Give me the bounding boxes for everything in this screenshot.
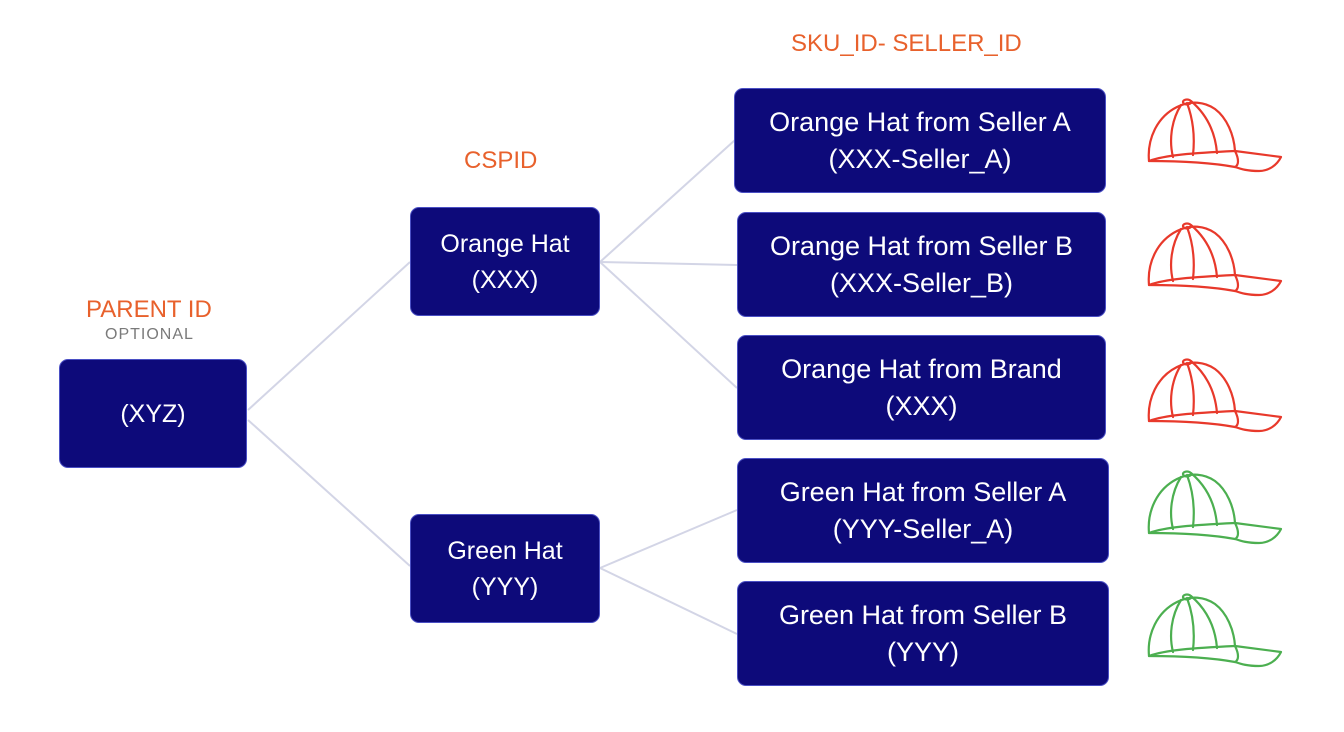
cap-icon [1147,222,1283,297]
cspid-node-id: (XXX) [471,265,539,294]
sku-node-1: Orange Hat from Seller A (XXX-Seller_A) [734,88,1106,193]
connector-green-sku4 [599,509,738,569]
sku-node-2: Orange Hat from Seller B (XXX-Seller_B) [737,212,1106,317]
parent-node: (XYZ) [59,359,247,468]
cspid-node-green: Green Hat (YYY) [410,514,600,623]
cspid-heading: CSPID [464,147,538,174]
cspid-node-name: Green Hat [447,536,563,565]
sku-node-4: Green Hat from Seller A (YYY-Seller_A) [737,458,1109,563]
connector-parent-green [247,419,411,567]
sku-node-id: (YYY) [886,636,959,667]
sku-node-name: Green Hat from Seller A [779,476,1067,507]
cap-icon [1147,98,1283,173]
parent-id-optional-note: OPTIONAL [105,326,194,343]
sku-node-5: Green Hat from Seller B (YYY) [737,581,1109,686]
sku-node-id: (YYY-Seller_A) [832,513,1014,544]
sku-heading: SKU_ID- SELLER_ID [791,30,1022,57]
sku-node-id: (XXX) [885,390,958,421]
sku-node-3: Orange Hat from Brand (XXX) [737,335,1106,440]
cspid-node-name: Orange Hat [440,229,570,258]
parent-node-label: (XYZ) [120,399,186,428]
connector-orange-sku2 [599,261,738,266]
sku-node-name: Green Hat from Seller B [778,599,1068,630]
connector-green-sku5 [599,567,738,635]
cap-icon [1147,358,1283,433]
parent-id-heading: PARENT ID [86,296,212,323]
cspid-node-orange: Orange Hat (XXX) [410,207,600,316]
sku-node-id: (XXX-Seller_B) [829,267,1014,298]
cspid-node-id: (YYY) [471,572,539,601]
connector-orange-sku3 [599,261,738,389]
sku-node-id: (XXX-Seller_A) [828,143,1012,174]
sku-node-name: Orange Hat from Brand [781,353,1062,384]
sku-node-name: Orange Hat from Seller A [769,106,1071,137]
connector-orange-sku1 [599,139,736,263]
cap-icon [1147,470,1283,545]
cap-icon [1147,593,1283,668]
sku-node-name: Orange Hat from Seller B [769,230,1074,261]
connector-parent-orange [247,261,411,411]
